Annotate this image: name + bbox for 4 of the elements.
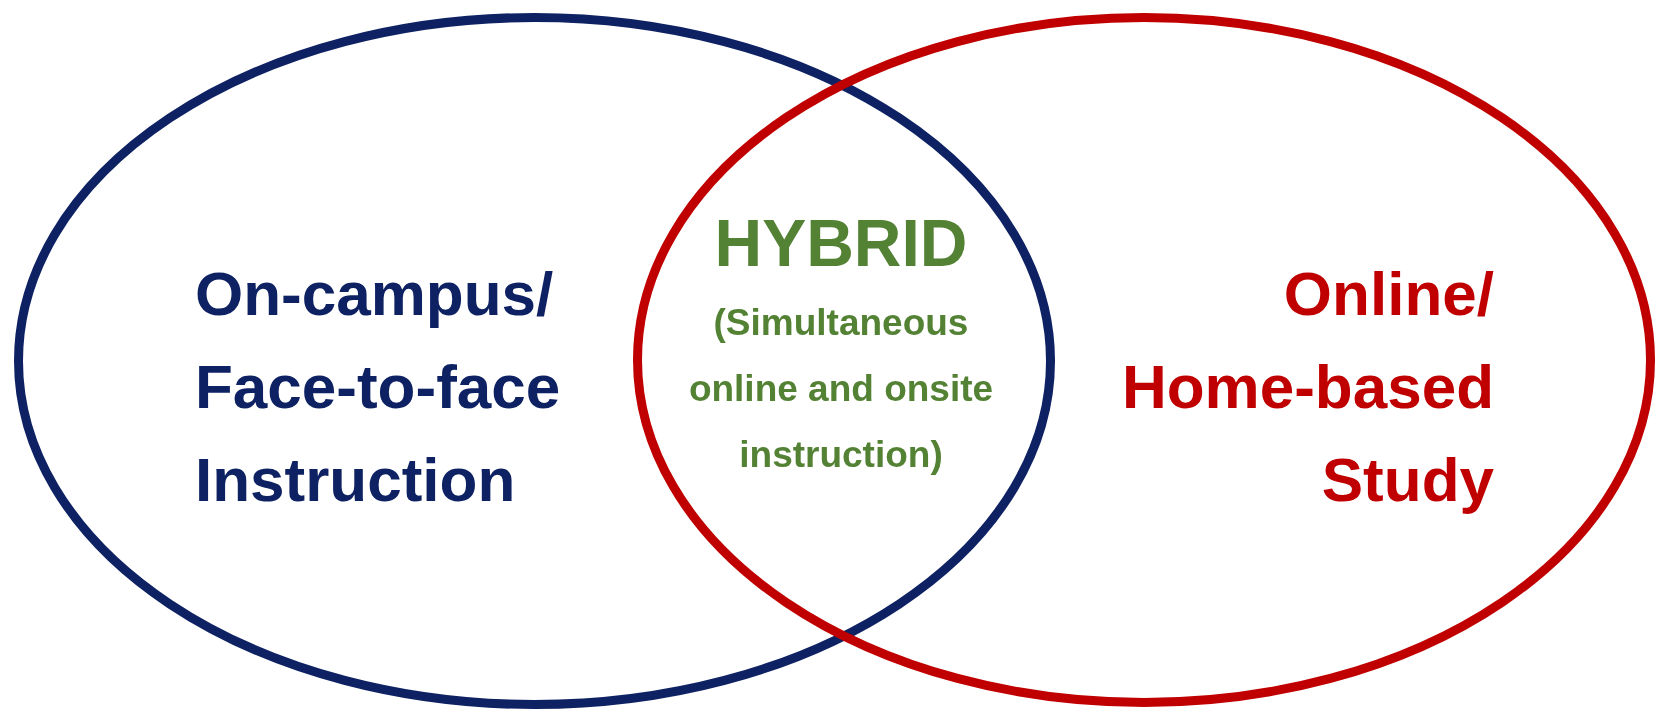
hybrid-heading: HYBRID bbox=[713, 205, 969, 281]
set-label: On-campus/ Face-to-face Instruction bbox=[195, 258, 562, 516]
hybrid-description: (Simultaneous online and onsite instruction) bbox=[687, 301, 995, 477]
set-label: Online/ Home-based Study bbox=[1120, 258, 1494, 516]
